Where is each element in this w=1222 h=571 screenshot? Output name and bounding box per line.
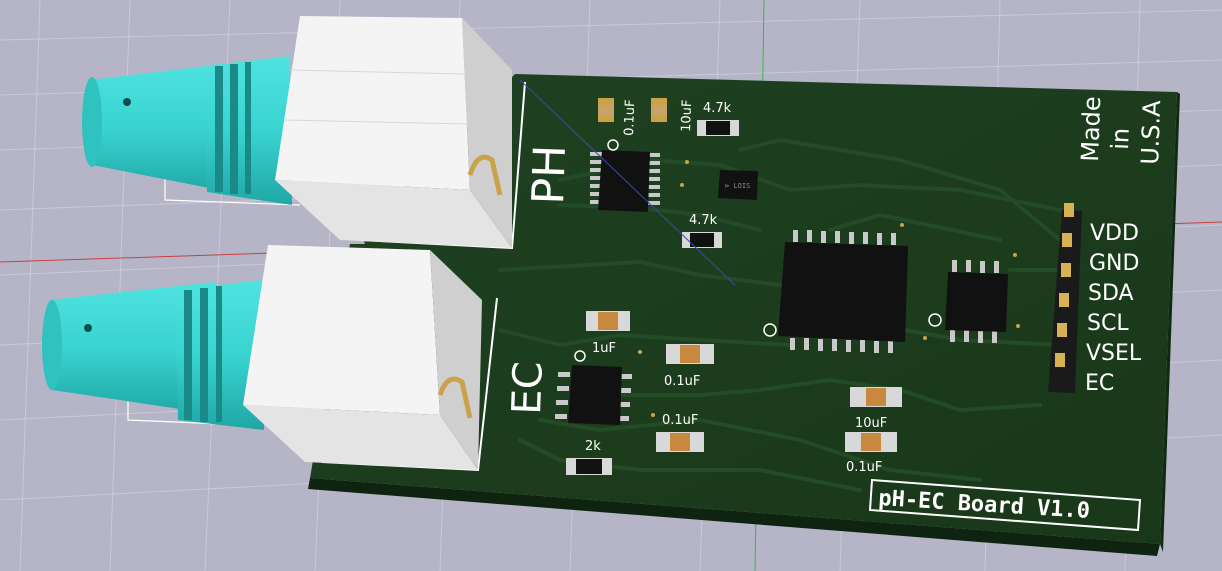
capacitor-c3-label: 1uF (592, 341, 616, 356)
resistor-r3[interactable]: 2k (566, 439, 612, 475)
ic-u2-small[interactable]: ⊳ LOIS (718, 170, 758, 200)
capacitor-c7-label: 0.1uF (846, 460, 882, 475)
pin-label-scl: SCL (1087, 311, 1129, 336)
vias (638, 160, 1020, 417)
ic-u3-main[interactable] (763, 230, 908, 353)
measure-line (519, 79, 736, 286)
made-in-usa-label: Made in U.S.A (1076, 96, 1166, 165)
bnc-connector-ph[interactable] (82, 16, 512, 248)
pin-label-gnd: GND (1089, 251, 1139, 276)
ph-label: PH (523, 144, 576, 205)
resistor-r3-label: 2k (585, 439, 601, 454)
resistor-r2-label: 4.7k (689, 213, 718, 228)
ec-label: EC (504, 361, 552, 416)
capacitor-c7[interactable]: 0.1uF (845, 432, 897, 475)
resistor-r1[interactable]: 4.7k (697, 101, 739, 136)
capacitor-c4[interactable]: 0.1uF (664, 344, 714, 389)
bnc-connector-ec[interactable] (42, 245, 482, 470)
capacitor-c3[interactable]: 1uF (586, 311, 630, 356)
capacitor-c2[interactable]: 10uF (651, 98, 695, 132)
pin-label-sda: SDA (1088, 281, 1134, 306)
capacitor-c5-label: 0.1uF (662, 413, 698, 428)
pin-header[interactable] (1048, 203, 1082, 393)
ic-u4[interactable] (928, 260, 1008, 343)
ic-u1-op-amp[interactable] (590, 139, 660, 212)
capacitor-c6-label: 10uF (855, 416, 887, 431)
made-line-3: U.S.A (1136, 99, 1166, 165)
pin-label-ec: EC (1085, 371, 1114, 396)
capacitor-c4-label: 0.1uF (664, 374, 700, 389)
capacitor-c6[interactable]: 10uF (850, 387, 902, 431)
made-line-2: in (1106, 127, 1135, 150)
ic-u2-marking: ⊳ LOIS (725, 182, 750, 190)
header-pin-labels: VDD GND SDA SCL VSEL EC (1085, 221, 1142, 396)
capacitor-c5[interactable]: 0.1uF (656, 413, 704, 452)
copper-traces (498, 137, 1062, 492)
capacitor-c1-label: 0.1uF (622, 99, 638, 136)
pin-label-vsel: VSEL (1086, 341, 1142, 366)
made-line-1: Made (1076, 96, 1106, 162)
capacitor-c2-label: 10uF (679, 99, 695, 132)
ic-u5-ec[interactable] (555, 350, 632, 425)
pin-label-vdd: VDD (1090, 221, 1139, 246)
capacitor-c1[interactable]: 0.1uF (598, 98, 638, 136)
resistor-r1-label: 4.7k (703, 101, 732, 116)
